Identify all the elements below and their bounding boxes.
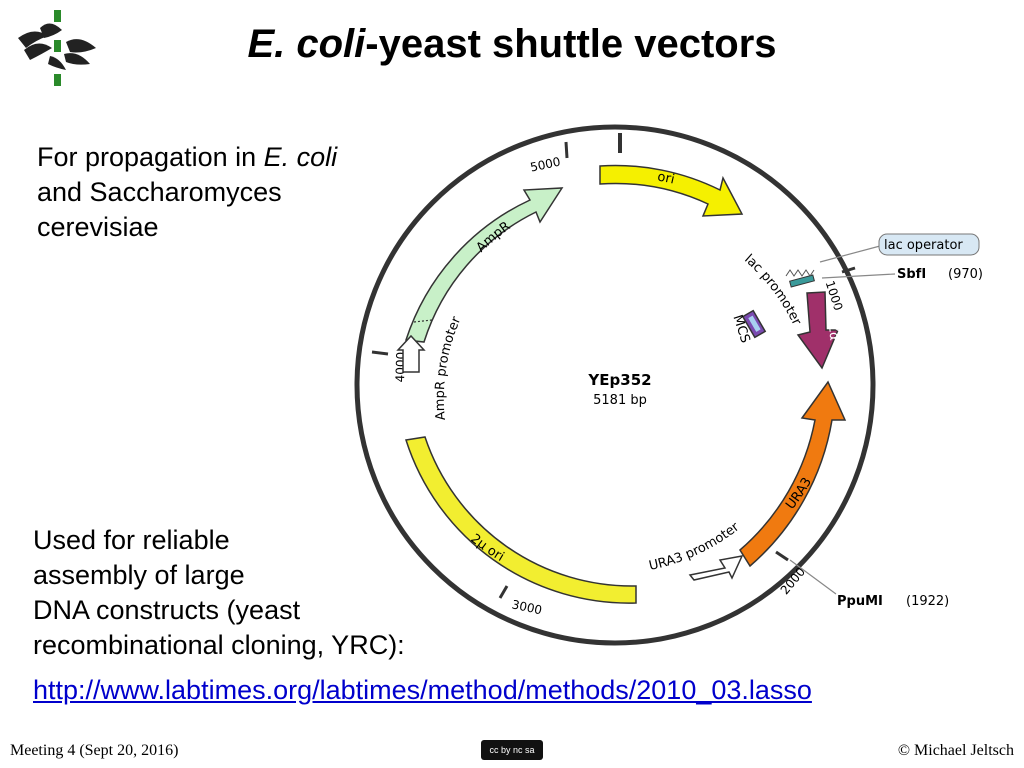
ura3-promoter-arrow: [688, 555, 744, 581]
lacz-label: lacZα: [823, 304, 841, 341]
ura3-feature: [739, 380, 847, 568]
tick-4000: [371, 350, 389, 356]
ppumi-position: (1922): [906, 594, 949, 609]
ppumi-leader: [789, 559, 837, 595]
ampr-promoter-label: AmpR promoter: [433, 314, 465, 421]
tick-2000: [775, 550, 789, 562]
lac-operator-box: [878, 233, 980, 256]
title-italic: E. coli: [247, 22, 366, 66]
ori-label: ori: [656, 170, 676, 188]
intro-text: For propagation in E. coli and Saccharom…: [37, 140, 337, 245]
university-logo: [18, 10, 96, 86]
tick-label-3000: 3000: [511, 597, 544, 617]
used-line3: DNA constructs (yeast: [33, 595, 301, 625]
used-line1: Used for reliable: [33, 525, 230, 555]
lacz-feature: [796, 291, 840, 370]
intro-line3: cerevisiae: [37, 212, 159, 242]
ori-feature: [599, 164, 744, 217]
intro-line1-a: For propagation in: [37, 142, 264, 172]
tick-1000: [841, 266, 856, 274]
intro-line2: and Saccharomyces: [37, 177, 282, 207]
cc-license-badge: cc by nc sa: [481, 740, 543, 760]
ppumi-name: PpuMI: [837, 594, 883, 609]
lac-operator-label: lac operator: [884, 238, 963, 253]
plasmid-name: YEp352: [587, 371, 651, 389]
tick-5000: [564, 141, 569, 159]
intro-line1-b: E. coli: [263, 142, 338, 172]
labtimes-link[interactable]: http://www.labtimes.org/labtimes/method/…: [33, 675, 812, 705]
lac-operator-hatch: [785, 269, 815, 277]
lac-operator-mark: [789, 274, 815, 288]
title-rest: -yeast shuttle vectors: [365, 22, 777, 66]
plasmid-backbone: [354, 124, 876, 646]
footer-meeting: Meeting 4 (Sept 20, 2016): [10, 742, 179, 759]
used-line4: recombinational cloning, YRC):: [33, 630, 405, 660]
two-mu-ori-feature: [405, 436, 637, 604]
ampr-promoter-arrow: [396, 334, 426, 373]
tick-3000: [498, 585, 509, 599]
plasmid-size: 5181 bp: [593, 393, 647, 408]
footer-copyright: © Michael Jeltsch: [897, 742, 1014, 759]
lac-operator-leader: [819, 245, 881, 263]
ampr-dotted: [413, 319, 433, 323]
used-for-text: Used for reliable assembly of large DNA …: [33, 523, 405, 663]
mcs-inner: [748, 315, 761, 332]
sbfi-position: (970): [948, 267, 983, 282]
used-line2: assembly of large: [33, 560, 245, 590]
tick-label-5000: 5000: [529, 155, 562, 175]
slide-title: E. coli-yeast shuttle vectors: [0, 22, 1024, 67]
sbfi-name: SbfI: [897, 267, 926, 282]
sbfi-leader: [821, 273, 896, 279]
ampr-feature: [405, 187, 564, 343]
